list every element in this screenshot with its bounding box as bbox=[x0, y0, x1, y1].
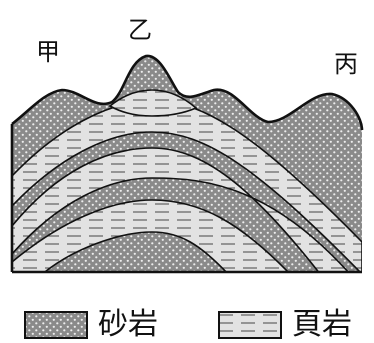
terrain-surface-outline bbox=[11, 54, 364, 131]
legend-item-sandstone: 砂岩 bbox=[24, 308, 158, 342]
shale-swatch bbox=[218, 311, 282, 339]
shale-layer-middle bbox=[12, 147, 362, 272]
shale-layer-lower bbox=[12, 199, 294, 272]
legend-item-shale: 頁岩 bbox=[218, 308, 352, 342]
shale-layer-core bbox=[108, 89, 198, 117]
peak-label-yi: 乙 bbox=[128, 16, 152, 44]
peak-label-jia: 甲 bbox=[36, 38, 60, 66]
fold-cross-section-diagram bbox=[10, 54, 364, 274]
sandstone-swatch bbox=[24, 311, 88, 339]
legend-label-sandstone: 砂岩 bbox=[98, 307, 158, 342]
legend-label-shale: 頁岩 bbox=[292, 307, 352, 342]
peak-label-bing: 丙 bbox=[334, 50, 358, 78]
